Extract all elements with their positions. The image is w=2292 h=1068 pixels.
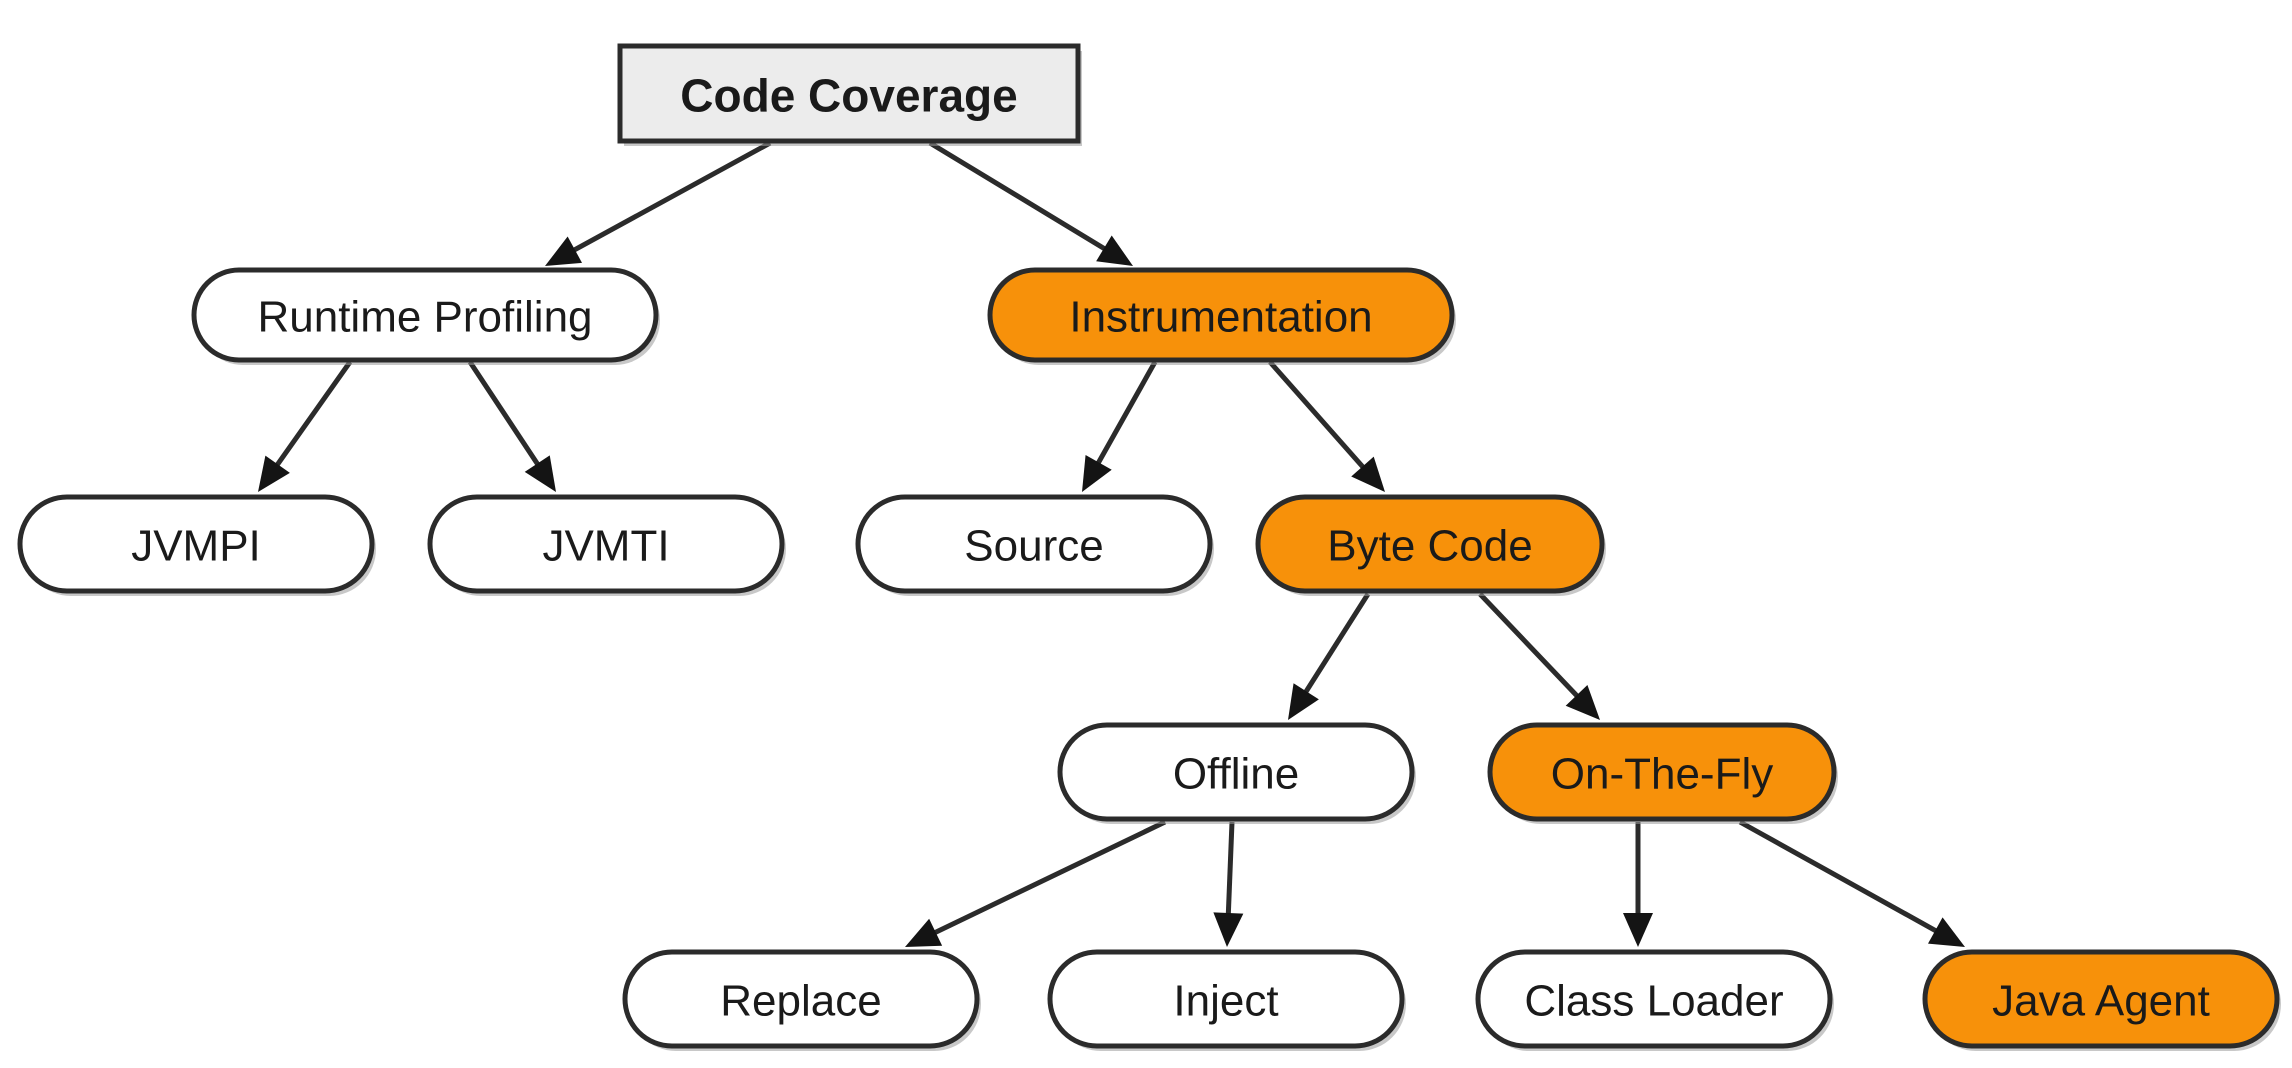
node-on-the-fly[interactable]: On-The-Fly [1487,722,1838,824]
arrowhead-icon [905,918,943,947]
node-box[interactable] [427,494,785,594]
node-label: Instrumentation [1069,293,1372,342]
node-label: Byte Code [1327,522,1532,571]
node-label: Code Coverage [680,70,1017,122]
node-label: Runtime Profiling [257,293,592,342]
node-byte-code[interactable]: Byte Code [1255,494,1606,596]
node-inject[interactable]: Inject [1047,949,1406,1051]
node-box[interactable] [987,267,1455,363]
node-label: Inject [1173,977,1278,1026]
edge-runtime-profiling-to-jvmti [467,360,556,492]
node-box[interactable] [855,494,1213,594]
node-box[interactable] [1057,722,1415,822]
arrowhead-icon [1351,456,1385,492]
node-java-agent[interactable]: Java Agent [1922,949,2281,1051]
node-jvmpi[interactable]: JVMPI [17,494,376,596]
edge-line [1225,821,1235,920]
edge-on-the-fly-to-class-loader [1623,822,1653,947]
node-box[interactable] [1487,722,1837,822]
edge-on-the-fly-to-java-agent [1738,819,1965,947]
node-code-coverage[interactable]: Code Coverage [617,43,1082,146]
node-jvmti[interactable]: JVMTI [427,494,786,596]
edge-line [929,819,1167,938]
edge-byte-code-to-offline [1288,592,1371,720]
edge-runtime-profiling-to-jvmpi [258,360,353,492]
node-offline[interactable]: Offline [1057,722,1416,824]
node-runtime-profiling[interactable]: Runtime Profiling [191,267,660,365]
node-box[interactable] [17,494,375,594]
edge-instrumentation-to-source [1082,360,1158,492]
arrowhead-icon [1082,455,1112,492]
edge-line [1478,592,1583,702]
edge-line [1093,360,1158,469]
node-label: Class Loader [1524,977,1783,1026]
arrowhead-icon [1096,235,1133,266]
node-label: Replace [720,977,881,1026]
edge-byte-code-to-on-the-fly [1478,592,1600,720]
edge-line [272,360,353,471]
node-label: On-The-Fly [1551,750,1773,799]
arrowhead-icon [1927,917,1965,947]
node-replace[interactable]: Replace [622,949,981,1051]
edge-code-coverage-to-instrumentation [928,140,1133,266]
edge-line [467,360,543,471]
arrowhead-icon [1213,912,1244,947]
edges-layer [258,140,1965,947]
node-class-loader[interactable]: Class Loader [1475,949,1834,1051]
edge-line [568,140,772,255]
node-label: JVMTI [542,522,669,571]
node-label: Java Agent [1992,977,2210,1026]
node-box[interactable] [1047,949,1405,1049]
edge-offline-to-replace [905,819,1167,947]
node-box[interactable] [1255,494,1605,594]
node-box[interactable] [622,949,980,1049]
edge-line [1300,592,1371,698]
edge-code-coverage-to-runtime-profiling [545,140,772,266]
node-box[interactable] [1475,949,1833,1049]
edge-line [1268,360,1369,473]
node-label: JVMPI [131,522,261,571]
node-label: Offline [1173,750,1299,799]
node-label: Source [964,522,1103,571]
edge-instrumentation-to-byte-code [1268,360,1385,492]
edge-line [928,140,1111,254]
arrowhead-icon [258,455,290,492]
arrowhead-icon [545,236,583,266]
arrowhead-icon [1623,913,1653,947]
node-box[interactable] [191,267,659,363]
node-source[interactable]: Source [855,494,1214,596]
arrowhead-icon [524,455,556,492]
node-instrumentation[interactable]: Instrumentation [987,267,1456,365]
node-box[interactable] [1922,949,2280,1049]
node-box[interactable] [617,43,1081,144]
arrowhead-icon [1288,683,1319,720]
edge-line [1738,819,1942,936]
edge-offline-to-inject [1213,821,1244,947]
arrowhead-icon [1565,685,1600,720]
